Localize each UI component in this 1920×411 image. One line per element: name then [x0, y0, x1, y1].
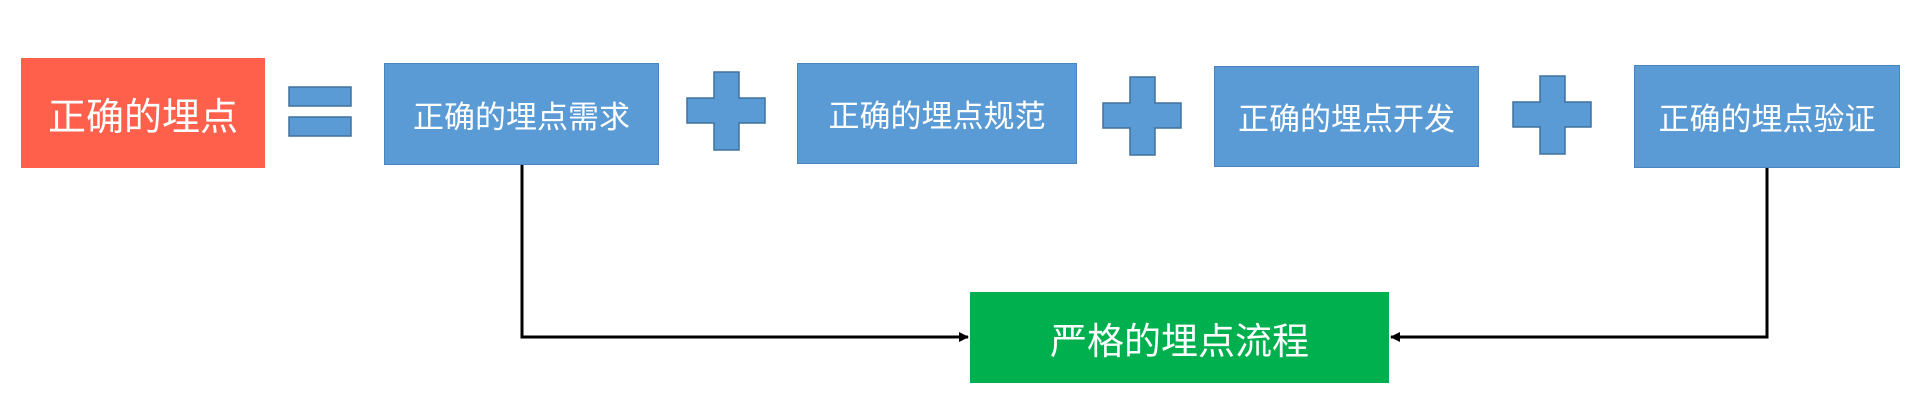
strict-process-box: 严格的埋点流程 — [970, 292, 1389, 383]
correct-tracking-label: 正确的埋点 — [47, 94, 238, 139]
verification-box: 正确的埋点验证 — [1634, 65, 1900, 168]
correct-tracking-box: 正确的埋点 — [21, 58, 265, 168]
specification-label: 正确的埋点规范 — [828, 99, 1046, 135]
connector-requirement-to-process — [520, 165, 969, 342]
requirement-label: 正确的埋点需求 — [413, 99, 630, 136]
equals-sign-icon — [288, 86, 352, 137]
plus-sign-icon-2 — [1102, 76, 1182, 156]
development-label: 正确的埋点开发 — [1238, 102, 1455, 138]
development-box: 正确的埋点开发 — [1214, 66, 1479, 167]
connector-verification-to-process — [1390, 168, 1769, 342]
strict-process-label: 严格的埋点流程 — [1050, 319, 1309, 363]
specification-box: 正确的埋点规范 — [797, 63, 1077, 164]
requirement-box: 正确的埋点需求 — [384, 63, 659, 165]
verification-label: 正确的埋点验证 — [1658, 102, 1876, 138]
plus-sign-icon-3 — [1512, 75, 1592, 155]
plus-sign-icon-1 — [686, 71, 766, 151]
